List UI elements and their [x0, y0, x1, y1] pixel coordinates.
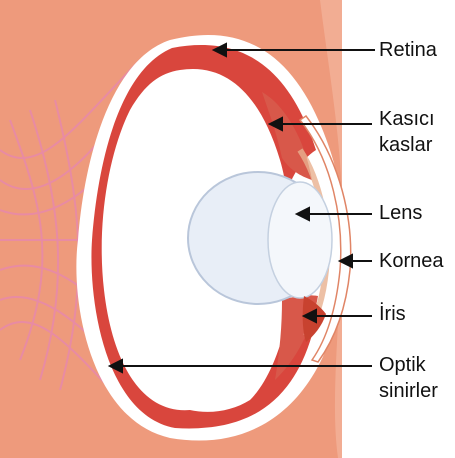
lens-front — [268, 182, 332, 298]
label-lens: Lens — [379, 200, 422, 226]
label-iris: İris — [379, 301, 406, 327]
label-retina: Retina — [379, 37, 437, 63]
label-optic-nerves: Optik sinirler — [379, 352, 438, 404]
label-ciliary-line2: kaslar — [379, 132, 435, 158]
label-ciliary-line1: Kasıcı — [379, 106, 435, 132]
label-optic-line2: sinirler — [379, 378, 438, 404]
label-cornea: Kornea — [379, 248, 444, 274]
label-optic-line1: Optik — [379, 352, 438, 378]
label-ciliary-muscles: Kasıcı kaslar — [379, 106, 435, 158]
